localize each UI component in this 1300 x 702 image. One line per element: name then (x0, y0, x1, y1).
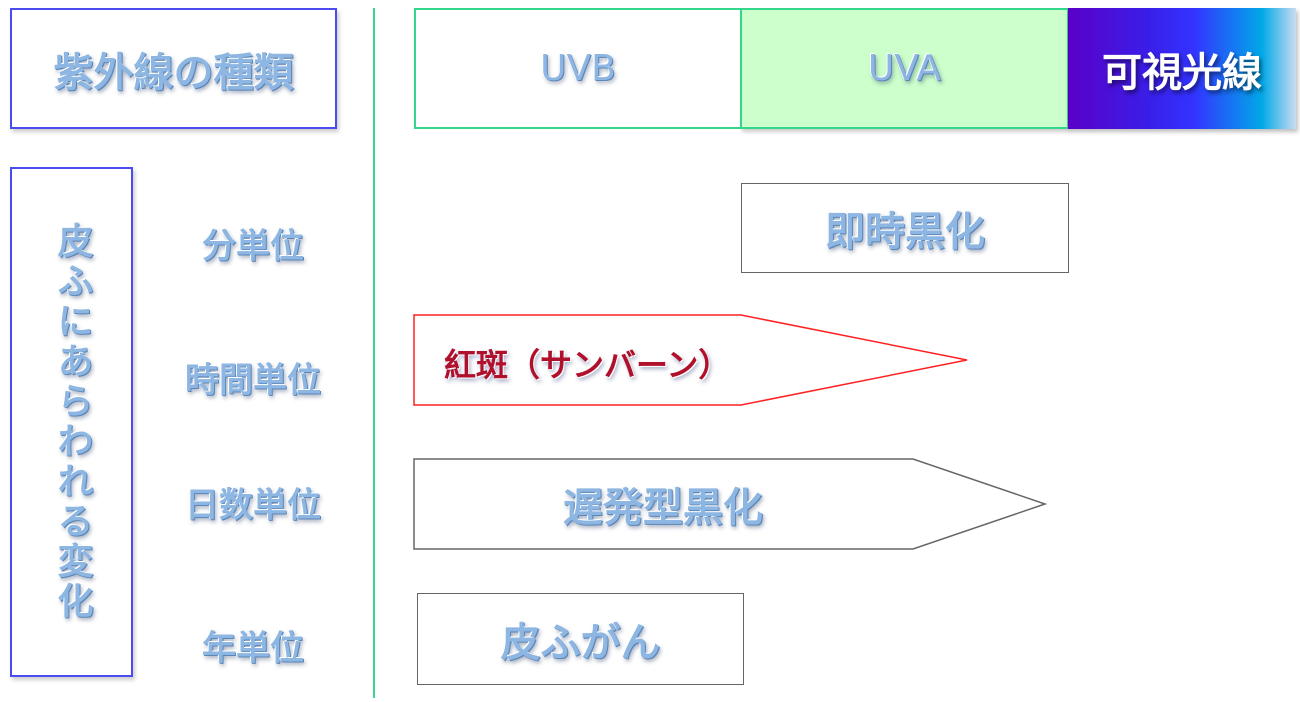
band-uvb: UVB (414, 8, 742, 129)
skin-changes-title: 皮ふにあらわれる変化 (51, 222, 93, 622)
immediate-tanning-label: 即時黒化 (825, 209, 985, 255)
row-label-minutes: 分単位 (202, 226, 304, 267)
row-label-years: 年単位 (202, 628, 304, 669)
skin-cancer-label: 皮ふがん (500, 620, 661, 666)
band-uva: UVA (740, 8, 1069, 129)
band-visible-light: 可視光線 (1068, 8, 1296, 129)
row-label-days: 日数単位 (185, 485, 321, 526)
uv-types-title: 紫外線の種類 (53, 49, 294, 96)
band-uva-label: UVA (867, 48, 942, 89)
band-visible-light-label: 可視光線 (1102, 49, 1262, 96)
delayed-tanning-label: 遅発型黒化 (563, 485, 763, 531)
immediate-tanning-box: 即時黒化 (741, 183, 1069, 273)
erythema-arrow (413, 314, 968, 406)
skin-changes-title-box: 皮ふにあらわれる変化 (10, 167, 133, 677)
delayed-tanning-arrow (413, 458, 1048, 550)
band-uvb-label: UVB (540, 48, 616, 89)
erythema-label: 紅斑（サンバーン） (444, 346, 731, 384)
uv-types-title-box: 紫外線の種類 (10, 8, 337, 129)
skin-cancer-box: 皮ふがん (417, 593, 744, 685)
row-label-hours: 時間単位 (185, 360, 321, 401)
